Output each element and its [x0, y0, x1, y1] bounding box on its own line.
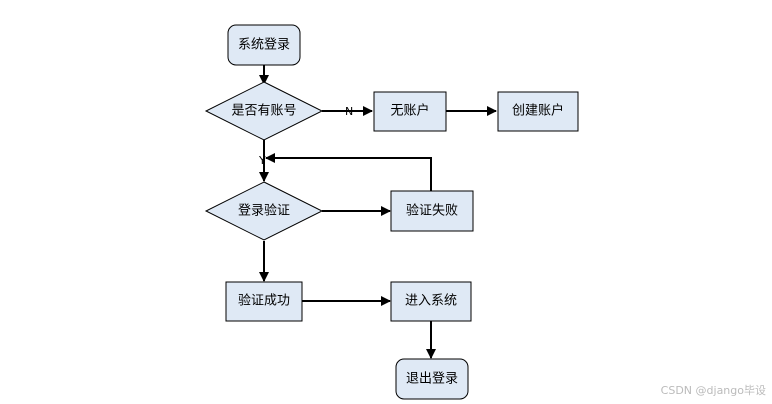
node-no-account-label: 无账户: [390, 103, 429, 119]
edge-fail-loop-back: [265, 153, 432, 191]
node-logout-label: 退出登录: [406, 372, 458, 387]
node-verify-success-label: 验证成功: [238, 293, 290, 309]
node-verify-success: 验证成功: [225, 281, 303, 322]
node-logout: 退出登录: [395, 358, 469, 400]
node-verify-decision: 登录验证: [204, 181, 324, 241]
edge-label-yes: Y: [258, 154, 266, 167]
node-create-account-label: 创建账户: [512, 103, 564, 119]
node-verify-fail: 验证失败: [390, 190, 474, 232]
node-verify-label: 登录验证: [238, 203, 290, 219]
node-enter-system: 进入系统: [390, 281, 472, 322]
edges: [259, 65, 497, 359]
edge-label-no: N: [345, 105, 353, 118]
node-has-account-decision: 是否有账号: [204, 81, 324, 141]
watermark: CSDN @django毕设: [660, 384, 766, 397]
node-no-account: 无账户: [373, 91, 447, 132]
node-create-account: 创建账户: [497, 91, 579, 132]
node-login: 系统登录: [227, 24, 301, 66]
node-login-label: 系统登录: [238, 38, 290, 53]
node-enter-system-label: 进入系统: [405, 294, 457, 309]
node-has-account-label: 是否有账号: [231, 104, 296, 119]
node-verify-fail-label: 验证失败: [406, 203, 458, 219]
